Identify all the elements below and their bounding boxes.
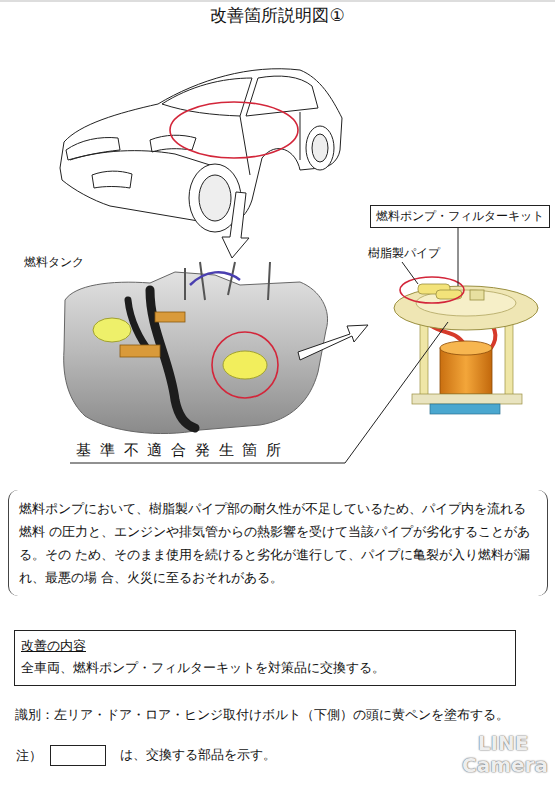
rear-wheel	[306, 126, 334, 170]
frame-line	[0, 1, 555, 2]
car-body	[60, 69, 342, 225]
tank-bracket	[155, 312, 185, 322]
wheel-rim	[199, 175, 231, 221]
legend-swatch	[50, 745, 106, 766]
box-text: 燃料ポンプ・フィルターキット	[371, 206, 549, 227]
highlight-ellipse	[170, 102, 298, 158]
car-drawing	[60, 69, 342, 232]
callout-box: 燃料ポンプ・フィルターキット	[370, 205, 550, 228]
tank-pipe	[190, 272, 240, 285]
pump-leg	[505, 318, 513, 398]
leader-line	[458, 227, 459, 286]
windshield	[162, 78, 252, 116]
pump-motor-top	[440, 341, 492, 355]
box-heading: 改善の内容	[21, 635, 86, 657]
wheel-rim	[312, 134, 328, 162]
identification-note: 識別：左リア・ドア・ロア・ヒンジ取付けボルト（下側）の頭に黄ペンを塗布する。	[15, 707, 509, 724]
grille	[92, 171, 132, 188]
tank-bracket	[120, 345, 160, 357]
connector	[470, 290, 484, 300]
hood-line	[70, 151, 210, 165]
part-label: 樹脂製パイプ	[368, 246, 440, 261]
leader-line	[402, 262, 418, 284]
tank-body	[64, 272, 328, 434]
description-box: 燃料ポンプにおいて、樹脂製パイプ部の耐久性が不足しているため、パイプ内を流れる燃…	[8, 490, 548, 596]
highlight-ellipse	[400, 277, 464, 303]
door-line	[300, 112, 301, 160]
tank-hose	[150, 290, 195, 428]
pump-unit-cap	[223, 351, 267, 379]
door-line	[240, 116, 250, 175]
headlight	[66, 138, 120, 161]
tank-pipe	[185, 262, 270, 300]
part-label: 燃料タンク	[24, 254, 84, 271]
underline	[70, 463, 345, 464]
leader-line	[345, 322, 448, 463]
location-label: 基 準 不 適 合 発 生 箇 所	[76, 441, 283, 460]
fuel-pump-drawing	[394, 284, 538, 414]
side-window	[246, 76, 318, 116]
pump-flange	[394, 286, 538, 330]
tank-hose	[128, 300, 150, 352]
diagram-title: 改善箇所説明図①	[0, 4, 555, 27]
pump-base	[412, 394, 522, 404]
right-arrow	[298, 325, 368, 360]
down-arrow	[222, 192, 249, 258]
highlight-circle	[212, 332, 278, 398]
note-marker: 注）	[16, 748, 42, 765]
content-box: 改善の内容全車両、燃料ポンプ・フィルターキットを対策品に交換する。	[14, 630, 516, 686]
legend-text: は、交換する部品を示す。	[120, 747, 276, 764]
fuel-filter	[430, 404, 500, 414]
sender-unit-cap	[93, 318, 131, 342]
legend-row: は、交換する部品を示す。	[50, 745, 276, 766]
watermark: LINE Camera	[462, 732, 544, 776]
box-text: 燃料ポンプにおいて、樹脂製パイプ部の耐久性が不足しているため、パイプ内を流れる燃…	[19, 497, 535, 589]
fuel-tank-drawing	[64, 262, 328, 434]
box-text: 全車両、燃料ポンプ・フィルターキットを対策品に交換する。	[21, 657, 509, 679]
